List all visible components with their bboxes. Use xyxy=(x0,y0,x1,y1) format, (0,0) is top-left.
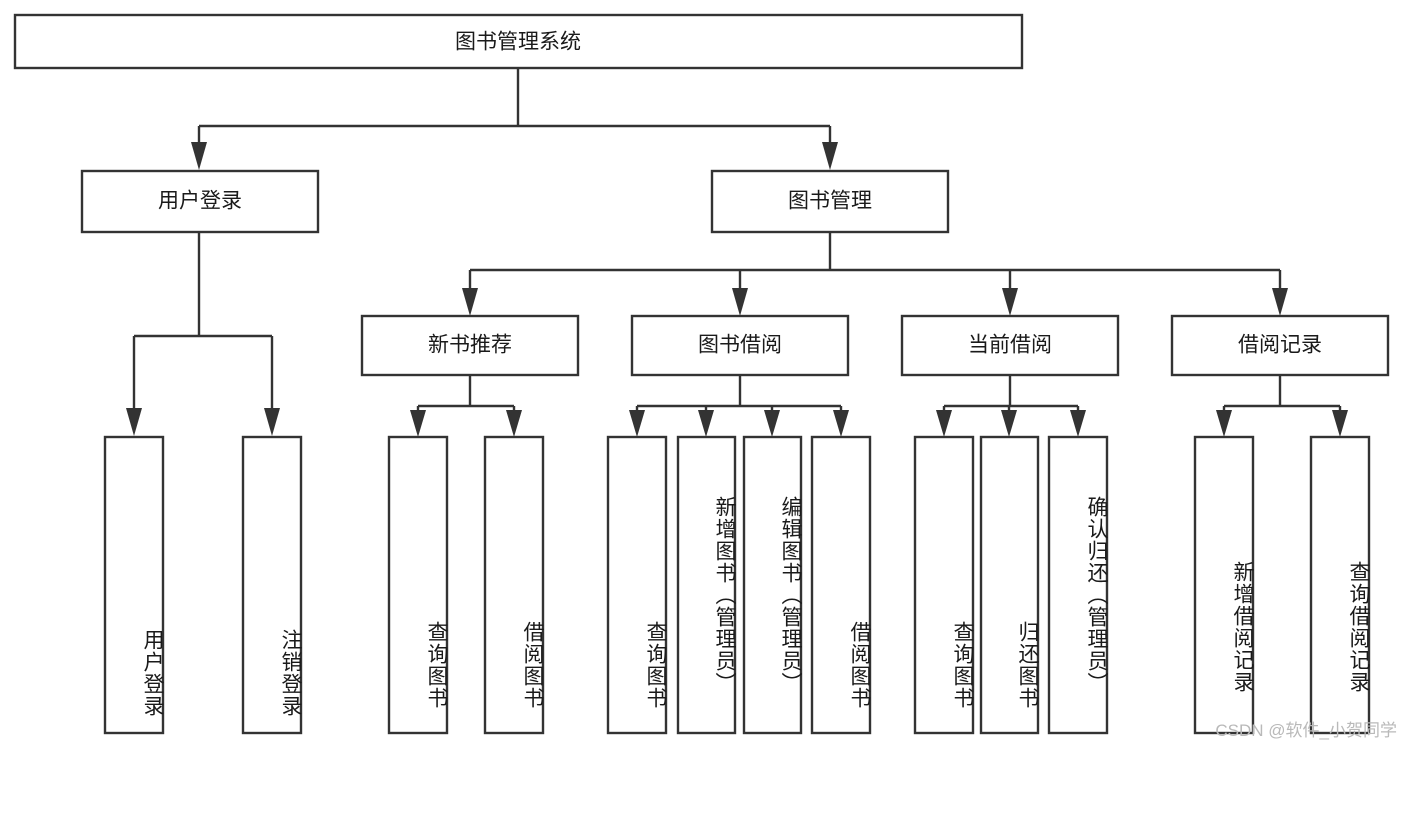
node-leaf-query-book-1-box[interactable] xyxy=(387,435,449,735)
arrow-head-book-manage xyxy=(822,142,838,170)
arrow-head-leaf-edit-book xyxy=(764,410,780,437)
node-new-book-recommend-box[interactable] xyxy=(360,314,580,377)
node-book-manage-box[interactable] xyxy=(710,169,950,234)
node-leaf-add-book-box[interactable] xyxy=(676,435,737,735)
node-leaf-user-login-box[interactable] xyxy=(103,435,165,735)
node-leaf-query-record-box[interactable] xyxy=(1309,435,1371,735)
node-new-book-recommend[interactable]: 新书推荐 xyxy=(360,314,580,377)
arrow-head-leaf-query-record xyxy=(1332,410,1348,437)
nodes-layer: 图书管理系统 用户登录 图书管理 新书推荐 图书借阅 当前 xyxy=(13,13,1390,735)
node-leaf-query-book-3-box[interactable] xyxy=(913,435,975,735)
node-book-borrow[interactable]: 图书借阅 xyxy=(630,314,850,377)
node-root-box[interactable] xyxy=(13,13,1024,70)
arrow-head-book-borrow xyxy=(732,288,748,316)
tree-diagram-svg: 图书管理系统 用户登录 图书管理 新书推荐 图书借阅 当前 xyxy=(13,13,1390,735)
node-new-book-recommend-label: 新书推荐 xyxy=(428,334,512,357)
arrow-head-leaf-return-book xyxy=(1001,410,1017,437)
node-leaf-borrow-book-1-box[interactable] xyxy=(483,435,545,735)
node-current-borrow-box[interactable] xyxy=(900,314,1120,377)
node-leaf-return-book-box[interactable] xyxy=(979,435,1040,735)
arrow-head-leaf-query-book-3 xyxy=(936,410,952,437)
arrow-head-leaf-user-login xyxy=(126,408,142,436)
node-root-label: 图书管理系统 xyxy=(455,31,581,54)
node-user-login-box[interactable] xyxy=(80,169,320,234)
arrow-head-leaf-add-book xyxy=(698,410,714,437)
arrow-head-leaf-borrow-book-1 xyxy=(506,410,522,437)
node-leaf-user-logout-box[interactable] xyxy=(241,435,303,735)
arrow-head-leaf-query-book-2 xyxy=(629,410,645,437)
node-borrow-record-label: 借阅记录 xyxy=(1238,334,1322,357)
csdn-watermark: CSDN @软件_小贺同学 xyxy=(1215,721,1397,740)
connectors-layer xyxy=(126,68,1348,437)
book-management-system-diagram: 图书管理系统 用户登录 图书管理 新书推荐 图书借阅 当前 xyxy=(13,13,1397,740)
node-leaf-add-record-box[interactable] xyxy=(1193,435,1255,735)
node-user-login-label: 用户登录 xyxy=(158,190,242,213)
arrow-head-user-login xyxy=(191,142,207,170)
node-leaf-edit-book-box[interactable] xyxy=(742,435,803,735)
arrow-head-leaf-confirm-return xyxy=(1070,410,1086,437)
arrow-head-new-book-recommend xyxy=(462,288,478,316)
arrow-head-leaf-add-record xyxy=(1216,410,1232,437)
node-book-borrow-box[interactable] xyxy=(630,314,850,377)
node-current-borrow-label: 当前借阅 xyxy=(968,334,1052,357)
arrow-head-leaf-user-logout xyxy=(264,408,280,436)
arrow-head-leaf-borrow-book-2 xyxy=(833,410,849,437)
node-leaf-borrow-book-2-box[interactable] xyxy=(810,435,872,735)
node-borrow-record[interactable]: 借阅记录 xyxy=(1170,314,1390,377)
node-book-borrow-label: 图书借阅 xyxy=(698,334,782,357)
node-book-manage-label: 图书管理 xyxy=(788,190,872,213)
node-current-borrow[interactable]: 当前借阅 xyxy=(900,314,1120,377)
node-user-login[interactable]: 用户登录 xyxy=(80,169,320,234)
arrow-head-current-borrow xyxy=(1002,288,1018,316)
node-leaf-confirm-return-box[interactable] xyxy=(1047,435,1109,735)
node-borrow-record-box[interactable] xyxy=(1170,314,1390,377)
arrow-head-leaf-query-book-1 xyxy=(410,410,426,437)
node-leaf-query-book-2-box[interactable] xyxy=(606,435,668,735)
arrow-head-borrow-record xyxy=(1272,288,1288,316)
node-root[interactable]: 图书管理系统 xyxy=(13,13,1024,70)
node-book-manage[interactable]: 图书管理 xyxy=(710,169,950,234)
